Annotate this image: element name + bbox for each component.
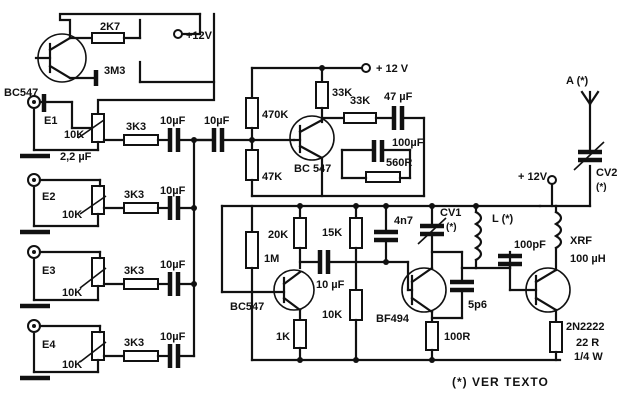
label-e2: E2: [42, 191, 55, 203]
input-channel-e3: E3 10K 3K3 10µF: [20, 245, 196, 309]
transistor-bc547-low-body: [273, 269, 315, 311]
label-5p6: 5p6: [468, 299, 487, 311]
resistor-3k3-2: [123, 202, 159, 214]
label-22r: 22 R: [576, 337, 599, 349]
resistor-1m: [245, 231, 259, 269]
label-pot-10k-2: 10K: [62, 209, 82, 221]
label-3k3-2: 3K3: [124, 189, 144, 201]
label-560r: 560R: [386, 157, 412, 169]
label-pot-10k-3: 10K: [62, 287, 82, 299]
coil-l: [473, 210, 483, 262]
label-bc547-top: BC547: [4, 87, 38, 99]
label-100r: 100R: [444, 331, 470, 343]
label-cv2-note: (*): [596, 182, 607, 193]
terminal-12v-mid: [361, 63, 371, 73]
label-47u: 47 µF: [384, 91, 413, 103]
resistor-1k: [293, 319, 307, 349]
label-cv1-note: (*): [446, 222, 457, 233]
label-e4: E4: [42, 339, 56, 351]
label-22r-w: 1/4 W: [574, 351, 603, 363]
resistor-33k-series: [343, 112, 377, 124]
label-pot-10k-4: 10K: [62, 359, 82, 371]
input-channel-e1: E1 2,2 µF 10K 3K3 10µF: [20, 94, 214, 163]
label-2u2: 2,2 µF: [60, 151, 92, 163]
coil-xrf: [553, 210, 563, 250]
label-20k: 20K: [268, 229, 288, 241]
output-stage: + 12V XRF 100 µH 2N2222 22 R 1/4 W CV2 (…: [508, 75, 617, 363]
label-3m3: 3M3: [104, 65, 125, 77]
label-10u-4: 10µF: [160, 331, 186, 343]
resistor-10k-bias: [349, 289, 363, 321]
label-1k: 1K: [276, 331, 290, 343]
potentiometer-e4: [91, 331, 105, 361]
label-2k7: 2K7: [100, 21, 120, 33]
label-e1: E1: [44, 115, 57, 127]
label-10u-3: 10µF: [160, 259, 186, 271]
resistor-2k7: [91, 32, 125, 44]
resistor-3k3-4: [123, 350, 159, 362]
terminal-12v-top: [173, 29, 183, 39]
resistor-15k: [349, 217, 363, 249]
label-xrf-val: 100 µH: [570, 253, 606, 265]
label-12v-right: + 12V: [518, 171, 548, 183]
label-47k: 47K: [262, 171, 282, 183]
label-10u-6: 10 µF: [316, 279, 345, 291]
resistor-3k3-3: [123, 278, 159, 290]
label-3k3-3: 3K3: [124, 265, 144, 277]
label-l: L (*): [492, 213, 514, 225]
label-4n7: 4n7: [394, 215, 413, 227]
resistor-33k-collector: [315, 81, 329, 109]
label-12v-top: +12V: [186, 30, 213, 42]
label-bc547-low: BC547: [230, 301, 264, 313]
label-1m: 1M: [264, 253, 279, 265]
label-470k: 470K: [262, 109, 288, 121]
label-33k-b: 33K: [350, 95, 370, 107]
label-100u: 100µF: [392, 137, 424, 149]
label-pot-10k-1: 10K: [64, 129, 84, 141]
label-cv1: CV1: [440, 207, 461, 219]
label-100p: 100pF: [514, 239, 546, 251]
label-e3: E3: [42, 265, 55, 277]
input-channel-e2: E2 10K 3K3 10µF: [20, 173, 196, 235]
label-15k: 15K: [322, 227, 342, 239]
input-channel-e4: E4 10K 3K3 10µF: [20, 319, 196, 381]
label-12v-mid: + 12 V: [376, 63, 409, 75]
label-10u-1: 10µF: [160, 115, 186, 127]
label-10k: 10K: [322, 309, 342, 321]
resistor-470k: [245, 97, 259, 129]
resistor-20k: [293, 217, 307, 249]
potentiometer-e2: [91, 185, 105, 215]
transistor-bc547-mid-body: [289, 115, 335, 161]
resistor-3k3-1: [123, 134, 159, 146]
modulator-stage: 1M 20K BC547 1K 10 µF 15K 10K: [220, 204, 562, 362]
label-bc547-mid: BC 547: [294, 163, 331, 175]
potentiometer-e3: [91, 257, 105, 287]
resistor-47k: [245, 149, 259, 181]
footnote: (*) VER TEXTO: [452, 375, 549, 389]
label-antenna: A (*): [566, 75, 589, 87]
label-3k3-1: 3K3: [126, 121, 146, 133]
label-bf494: BF494: [376, 313, 410, 325]
resistor-100r: [425, 321, 439, 351]
top-bias-transistor-stage: +12V 2K7 3M3 BC547: [4, 12, 216, 116]
label-2n2222: 2N2222: [566, 321, 605, 333]
resistor-22r: [549, 321, 563, 353]
terminal-12v-right: [547, 175, 557, 185]
label-xrf: XRF: [570, 235, 592, 247]
transistor-bf494-body: [401, 267, 447, 313]
label-10u-2: 10µF: [160, 185, 186, 197]
preamp-stage: 10µF 470K 47K + 12 V 33K BC 547 33K 4: [192, 63, 426, 198]
label-3k3-4: 3K3: [124, 337, 144, 349]
label-cv2: CV2: [596, 167, 617, 179]
resistor-560r: [365, 171, 401, 183]
label-33k-a: 33K: [332, 87, 352, 99]
label-10u-5: 10µF: [204, 115, 230, 127]
